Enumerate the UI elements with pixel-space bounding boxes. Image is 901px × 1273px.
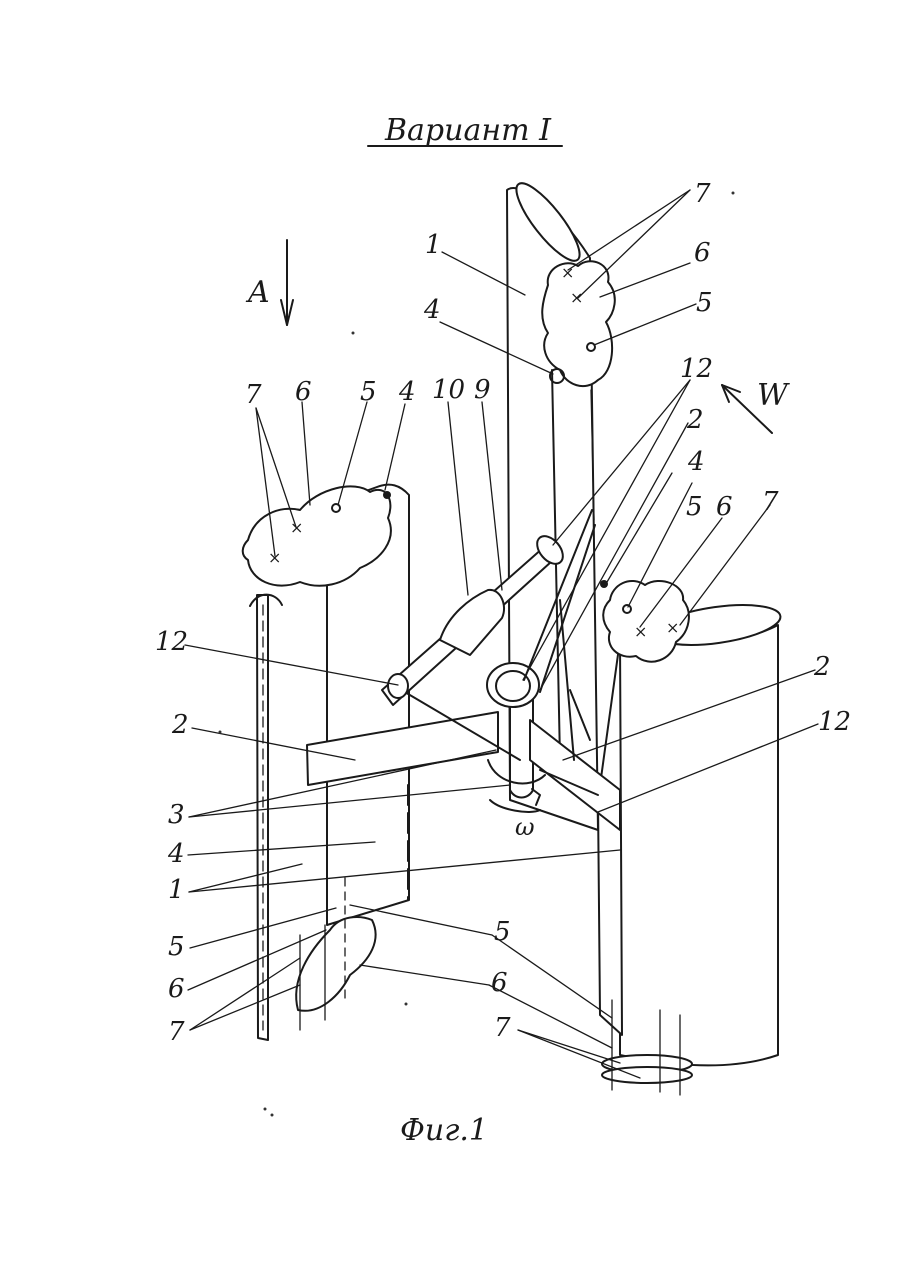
callout-2-right-top: 2 [686,405,704,435]
callout-1-top: 1 [425,230,442,260]
callout-6-top: 6 [694,238,711,268]
callout-5-left-top: 5 [360,377,377,407]
callout-7-bottom: 7 [494,1013,511,1043]
svg-text:×: × [666,618,679,637]
callout-4-right: 4 [687,447,705,477]
callout-7-left: 7 [168,1017,185,1047]
callout-7-right: 7 [762,487,779,517]
callout-7-top: 7 [694,179,711,209]
callout-6-right: 6 [716,492,733,522]
callout-4-top: 4 [423,295,441,325]
callout-5-left: 5 [168,932,185,962]
callout-5-bottom: 5 [494,917,511,947]
callout-6-left: 6 [168,974,185,1004]
callout-6-left-top: 6 [295,377,312,407]
svg-text:×: × [570,288,583,307]
svg-text:×: × [634,622,647,641]
callout-6-bottom: 6 [491,968,508,998]
callout-1-left: 1 [168,875,185,905]
callout-5-right: 5 [686,492,703,522]
callout-4-left: 4 [167,839,185,869]
callout-5-top: 5 [696,288,713,318]
callout-3: 3 [168,800,185,830]
wind-arrow-w: W [722,378,790,433]
callout-4-left-top: 4 [398,377,416,407]
label-omega: ω [515,813,535,841]
label-w: W [757,378,790,413]
callout-12-right: 12 [818,707,851,737]
callout-7-left-top: 7 [245,380,262,410]
callout-2-right: 2 [813,652,831,682]
callout-10: 10 [432,375,465,405]
right-blade: × × [598,580,783,1095]
svg-text:×: × [290,518,303,537]
callout-9: 9 [474,375,491,405]
callout-12-right-top: 12 [680,354,713,384]
svg-text:×: × [561,263,574,282]
drawing-title: Вариант I [384,113,552,148]
view-arrow-a: A [245,240,293,325]
callout-2-left: 2 [171,710,189,740]
label-a: A [245,275,270,310]
figure-caption: Фиг.1 [400,1113,488,1148]
callout-12-left: 12 [155,627,188,657]
